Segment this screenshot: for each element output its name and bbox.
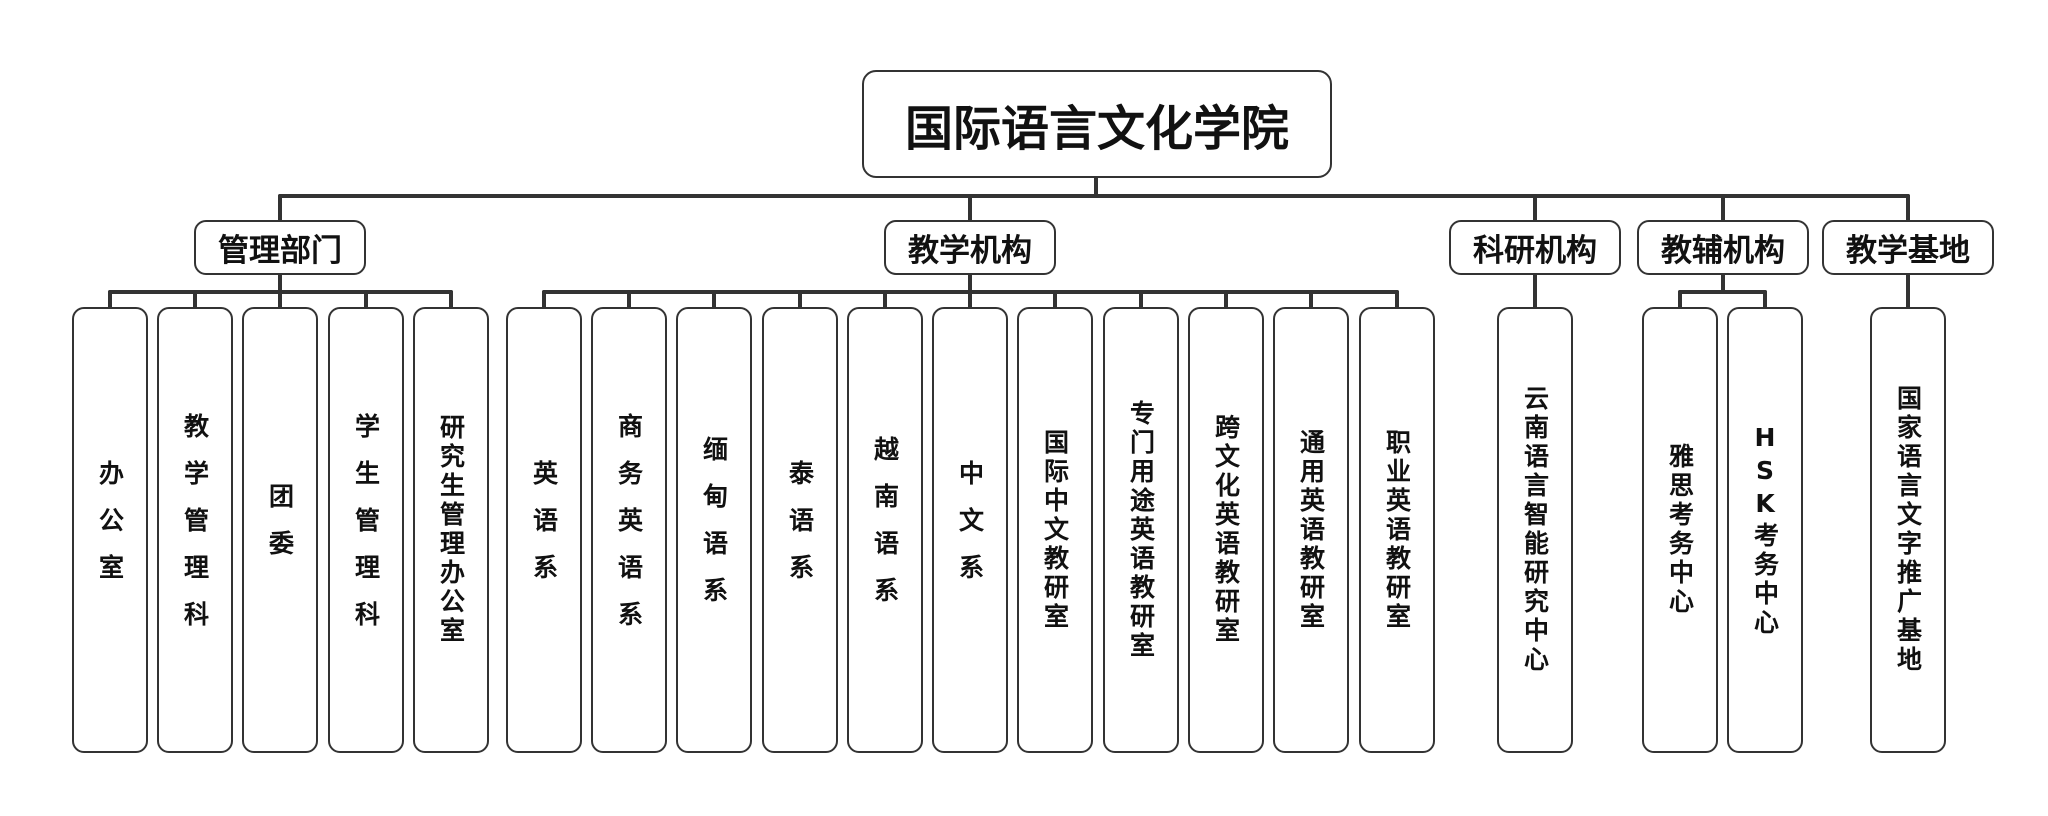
leaf-node: 办公室 — [72, 307, 148, 753]
category-label: 科研机构 — [1473, 233, 1597, 269]
root-label: 国际语言文化学院 — [904, 101, 1289, 157]
leaf-label: 专门用途英语教研室 — [1126, 399, 1156, 661]
leaf-label: 职业英语教研室 — [1382, 428, 1412, 632]
category-label: 教学基地 — [1846, 233, 1970, 269]
category-management: 管理部门 — [194, 220, 366, 275]
category-teaching-base: 教学基地 — [1822, 220, 1994, 275]
leaf-label: 商务英语系 — [614, 412, 644, 648]
leaf-label: 学生管理科 — [351, 412, 381, 648]
root-node: 国际语言文化学院 — [862, 70, 1332, 178]
leaf-node: 泰语系 — [762, 307, 838, 753]
category-teaching: 教学机构 — [884, 220, 1056, 275]
leaf-label: 雅思考务中心 — [1665, 443, 1695, 617]
category-label: 管理部门 — [218, 233, 342, 269]
leaf-label: 国际中文教研室 — [1040, 428, 1070, 632]
leaf-label: 国家语言文字推广基地 — [1893, 385, 1923, 675]
category-teaching-support: 教辅机构 — [1637, 220, 1809, 275]
leaf-node: 中文系 — [932, 307, 1008, 753]
leaf-label: 云南语言智能研究中心 — [1520, 385, 1550, 675]
leaf-node: 越南语系 — [847, 307, 923, 753]
leaf-label: 缅甸语系 — [699, 436, 729, 624]
leaf-node: 国际中文教研室 — [1017, 307, 1093, 753]
leaf-label: 泰语系 — [785, 459, 815, 601]
leaf-label: 跨文化英语教研室 — [1211, 414, 1241, 646]
category-label: 教辅机构 — [1661, 233, 1785, 269]
leaf-node: 职业英语教研室 — [1359, 307, 1435, 753]
leaf-label: HSK考务中心 — [1750, 422, 1780, 638]
leaf-label: 英语系 — [529, 459, 559, 601]
leaf-label: 团委 — [265, 483, 295, 577]
leaf-node: 教学管理科 — [157, 307, 233, 753]
leaf-node: 缅甸语系 — [676, 307, 752, 753]
leaf-node: 商务英语系 — [591, 307, 667, 753]
leaf-node: 通用英语教研室 — [1273, 307, 1349, 753]
leaf-label: 研究生管理办公室 — [436, 414, 466, 646]
leaf-node: 学生管理科 — [328, 307, 404, 753]
leaf-node: 英语系 — [506, 307, 582, 753]
leaf-node: 研究生管理办公室 — [413, 307, 489, 753]
leaf-node: 雅思考务中心 — [1642, 307, 1718, 753]
leaf-node: 国家语言文字推广基地 — [1870, 307, 1946, 753]
leaf-node: 团委 — [242, 307, 318, 753]
category-research: 科研机构 — [1449, 220, 1621, 275]
leaf-label: 中文系 — [955, 459, 985, 601]
leaf-label: 办公室 — [95, 459, 125, 601]
leaf-node: 云南语言智能研究中心 — [1497, 307, 1573, 753]
category-label: 教学机构 — [908, 233, 1032, 269]
leaf-node: 专门用途英语教研室 — [1103, 307, 1179, 753]
leaf-label: 越南语系 — [870, 436, 900, 624]
leaf-label: 教学管理科 — [180, 412, 210, 648]
leaf-label: 通用英语教研室 — [1296, 428, 1326, 632]
leaf-node: HSK考务中心 — [1727, 307, 1803, 753]
leaf-node: 跨文化英语教研室 — [1188, 307, 1264, 753]
